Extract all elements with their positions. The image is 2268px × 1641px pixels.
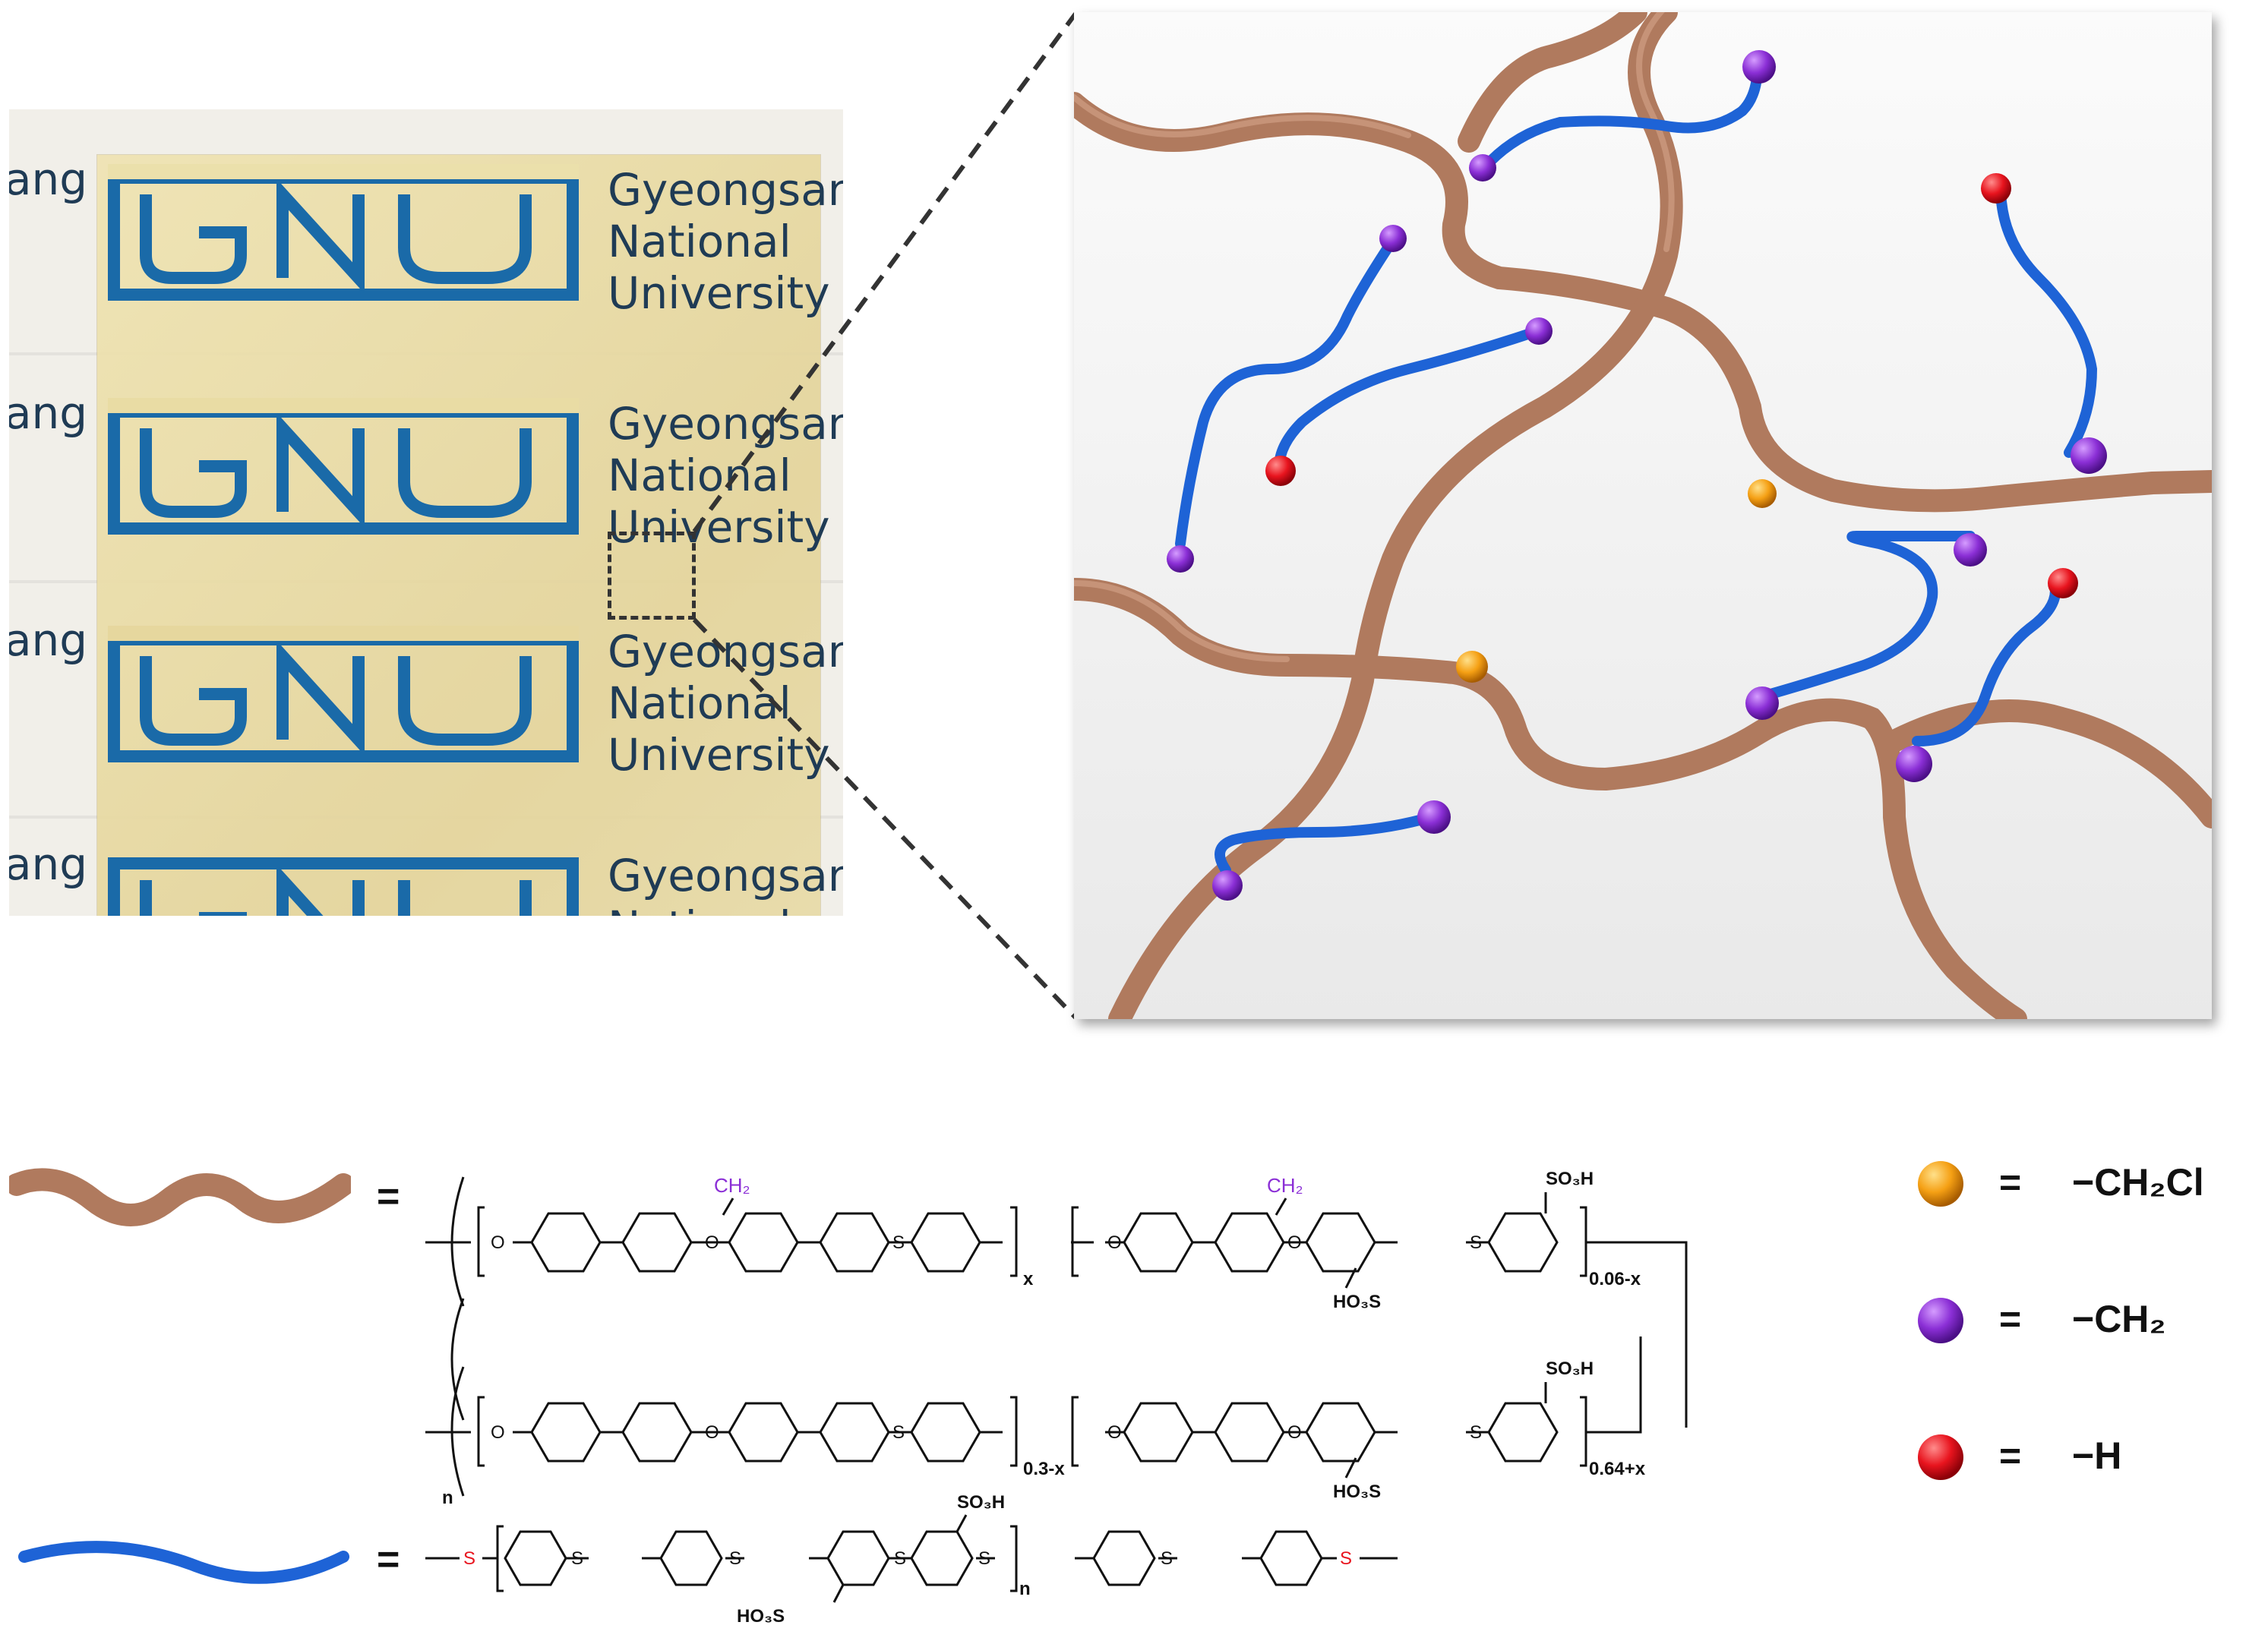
equals-sign: = [377, 1175, 400, 1219]
logo-line-1: Gyeongsang [608, 398, 843, 450]
sulfur-atom: S [892, 1232, 905, 1253]
sulfur-atom: S [894, 1548, 906, 1569]
ho3s-label: HO₃S [1333, 1482, 1381, 1502]
so3h-label: SO₃H [1546, 1169, 1594, 1189]
crosslink-spheres [1167, 50, 2107, 901]
subscript-006x: 0.06-x [1589, 1269, 1641, 1289]
ch2-label: CH₂ [714, 1174, 750, 1197]
red-sphere [1265, 456, 1296, 486]
red-sphere-icon [1918, 1434, 1963, 1480]
spss-structure-diagram: S S S S S n SO₃H HO₃S S S [425, 1492, 1398, 1627]
so3h-label: SO₃H [1546, 1359, 1594, 1379]
purple-sphere [2071, 437, 2107, 474]
logo-line-2: National [608, 901, 843, 916]
sulfur-atom: S [729, 1548, 741, 1569]
legend-item-orange: = −CH₂Cl [1916, 1151, 2265, 1212]
logo-line-1: Gyeongsang [608, 164, 843, 216]
logo-line-2: National [608, 450, 791, 501]
gnu-logo-icon [108, 164, 579, 301]
sppes-structure-diagram: O O O O S S x 0.06-x SO₃H HO₃S CH₂ CH₂ [425, 1169, 1688, 1428]
gnu-logo-icon [108, 398, 579, 535]
blue-chain-icon [18, 1541, 349, 1584]
gnu-logo-row: Gyeongsang National University [100, 626, 843, 793]
logo-line-3: University [608, 501, 830, 553]
equals-sign: = [377, 1538, 400, 1582]
red-sphere [2048, 568, 2078, 598]
crosslinked-network-render [1074, 12, 2212, 1019]
oxygen-atom: O [1107, 1232, 1122, 1253]
purple-sphere-icon [1918, 1298, 1963, 1343]
logo-line-3: University [608, 729, 830, 781]
purple-sphere [1212, 870, 1243, 901]
purple-sphere [1379, 225, 1407, 252]
subscript-064x: 0.64+x [1589, 1459, 1646, 1479]
ch2-label: CH₂ [1267, 1174, 1303, 1197]
sulfur-atom: S [1470, 1232, 1482, 1253]
subscript-03x: 0.3-x [1023, 1459, 1065, 1479]
gnu-logo-row: Gyeongsang National University [100, 398, 843, 565]
oxygen-atom: O [1107, 1422, 1122, 1443]
logo-line-3: University [608, 267, 830, 319]
gnu-logo-row: Gyeongsang National [100, 850, 843, 916]
purple-sphere [1896, 746, 1932, 782]
so3h-label: SO₃H [957, 1492, 1005, 1513]
logo-line-1: Gyeongsang [608, 850, 843, 901]
subscript-n: n [1019, 1579, 1031, 1599]
sppes-structure-row2: O O O O S S n 0.3-x 0.64+x SO₃H HO₃S [425, 1336, 1646, 1508]
purple-sphere [1525, 317, 1553, 345]
logo-line-2: National [608, 216, 791, 267]
oxygen-atom: O [491, 1422, 505, 1443]
red-sulfur-terminal: S [1340, 1548, 1352, 1569]
oxygen-atom: O [1287, 1232, 1302, 1253]
sulfur-atom: S [892, 1422, 905, 1443]
ho3s-label: HO₃S [1333, 1292, 1381, 1312]
purple-sphere [1954, 533, 1987, 566]
purple-sphere [1167, 545, 1194, 573]
membrane-photo: ang ang ang ang Gyeongsang National Univ… [9, 109, 843, 916]
sulfur-atom: S [978, 1548, 990, 1569]
sulfur-atom: S [571, 1548, 583, 1569]
oxygen-atom: O [705, 1232, 719, 1253]
edge-text: ang [9, 838, 88, 890]
legend-item-red: = −H [1916, 1425, 2265, 1485]
gnu-logo-icon [108, 857, 579, 916]
sulfur-atom: S [1161, 1548, 1173, 1569]
brown-chain-icon [9, 1168, 351, 1226]
orange-sphere [1748, 479, 1777, 508]
ho3s-label: HO₃S [737, 1606, 785, 1627]
red-sulfur-terminal: S [463, 1548, 475, 1569]
legend-item-purple: = −CH₂ [1916, 1288, 2265, 1349]
zoom-region-box [608, 532, 696, 620]
oxygen-atom: O [705, 1422, 719, 1443]
purple-sphere [1469, 154, 1496, 181]
orange-sphere [1456, 651, 1488, 683]
subscript-n: n [442, 1488, 453, 1508]
subscript-x: x [1023, 1269, 1034, 1289]
edge-text: ang [9, 614, 88, 666]
gnu-logo-icon [108, 626, 579, 762]
oxygen-atom: O [491, 1232, 505, 1253]
edge-text: ang [9, 387, 88, 439]
purple-sphere [1742, 50, 1776, 84]
purple-sphere [1417, 800, 1451, 834]
oxygen-atom: O [1287, 1422, 1302, 1443]
gnu-logo-row: Gyeongsang National University [100, 164, 843, 331]
edge-text: ang [9, 153, 88, 205]
blue-polymer-chains [1175, 60, 2098, 876]
purple-sphere [1745, 686, 1779, 720]
orange-sphere-icon [1918, 1161, 1963, 1207]
logo-line-1: Gyeongsang [608, 626, 843, 677]
sulfur-atom: S [1470, 1422, 1482, 1443]
red-sphere [1981, 173, 2011, 204]
